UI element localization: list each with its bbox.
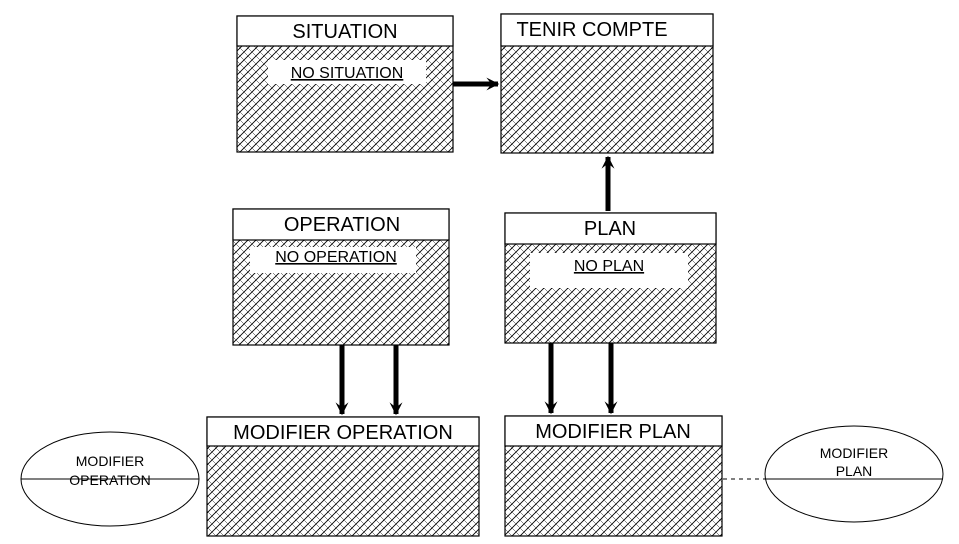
entity-modifier-operation: MODIFIER OPERATION [206, 416, 480, 537]
entity-modifier-plan: MODIFIER PLAN [504, 415, 723, 537]
entity-plan: PLAN NO PLAN [504, 212, 717, 344]
entity-title: MODIFIER OPERATION [233, 422, 453, 444]
oval-label-line1: MODIFIER [76, 453, 144, 469]
entity-tenir-compte: TENIR COMPTE [500, 13, 714, 154]
entity-title: TENIR COMPTE [516, 19, 667, 41]
oval-label-line2: PLAN [836, 463, 873, 479]
entity-situation: SITUATION NO SITUATION [236, 15, 454, 153]
primary-key-label: NO OPERATION [275, 249, 397, 266]
entity-title: MODIFIER PLAN [535, 421, 691, 443]
primary-key-label: NO SITUATION [291, 65, 404, 82]
oval-modifier-plan: MODIFIER PLAN [764, 425, 944, 523]
oval-label-line2: OPERATION [69, 472, 150, 488]
entity-operation: OPERATION NO OPERATION [232, 208, 450, 346]
oval-label-line1: MODIFIER [820, 445, 888, 461]
oval-modifier-operation: MODIFIER OPERATION [20, 431, 200, 527]
entity-title: OPERATION [284, 214, 400, 236]
entity-title: SITUATION [292, 21, 397, 43]
entity-title: PLAN [584, 218, 636, 240]
primary-key-label: NO PLAN [574, 258, 644, 275]
